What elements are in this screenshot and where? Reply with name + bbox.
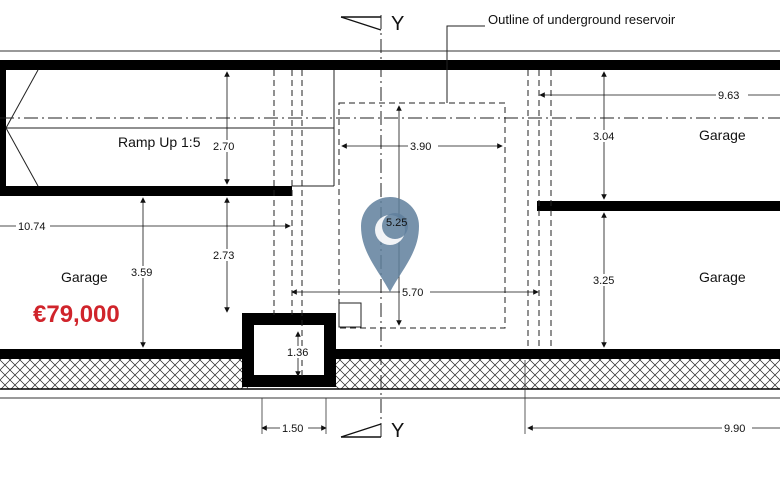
dim-10-74: 10.74: [18, 221, 46, 233]
foundation-hatch-right: [334, 359, 780, 389]
garage-right-top-label: Garage: [699, 127, 746, 143]
dim-9-63: 9.63: [718, 90, 739, 102]
ramp-left-wall: [0, 60, 6, 196]
price-label: €79,000: [33, 301, 120, 328]
reservoir-note: Outline of underground reservoir: [488, 12, 676, 27]
bottom-wall-right: [334, 349, 780, 359]
dim-3-25: 3.25: [593, 275, 614, 287]
bottom-wall-left: [0, 349, 248, 359]
map-pin-icon: [361, 197, 419, 292]
garage-right-bottom-label: Garage: [699, 269, 746, 285]
garage-left-label: Garage: [61, 269, 108, 285]
section-label-bottom: Y: [391, 420, 404, 442]
foundation-hatch-left: [0, 359, 248, 389]
dim-1-50: 1.50: [282, 423, 303, 435]
dim-1-36: 1.36: [287, 347, 308, 359]
dim-3-59: 3.59: [131, 267, 152, 279]
reservoir-outline: [338, 102, 506, 329]
dim-2-70: 2.70: [213, 141, 234, 153]
dim-9-90: 9.90: [724, 423, 745, 435]
ramp-label: Ramp Up 1:5: [118, 134, 201, 150]
top-wall: [0, 60, 780, 70]
small-room: [242, 313, 336, 387]
dim-2-73: 2.73: [213, 250, 234, 262]
reservoir-hatch-box: [338, 302, 362, 328]
ramp-bottom-wall: [0, 186, 292, 196]
dim-3-90: 3.90: [410, 141, 431, 153]
dim-5-25: 5.25: [386, 217, 407, 229]
section-label-top: Y: [391, 13, 404, 35]
dim-5-70: 5.70: [402, 287, 423, 299]
right-middle-wall: [537, 201, 780, 211]
dim-3-04: 3.04: [593, 131, 614, 143]
